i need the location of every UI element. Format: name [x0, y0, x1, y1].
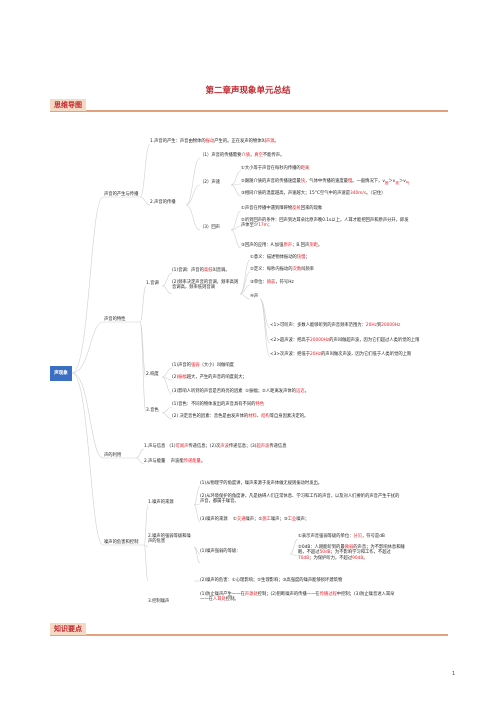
node-pitch: 1.音调 — [146, 281, 159, 286]
node-echo-1: ①声音在传播中遇到障碍物反射回来的现象 — [241, 206, 323, 211]
node-noise-control: 3.控制噪声 — [148, 599, 170, 604]
node-loudness-1: (1)声音的强弱（大小）叫做响度 — [172, 363, 234, 368]
node-noise-source-3: (3)噪声的来源 ①交通噪声；②施工噪声；③工业噪声； — [200, 517, 310, 522]
node-noise-control-1: (1)防止噪声产生——在声源处控制；(2)阻断噪声的传播——在传播过程中控制；(… — [200, 592, 395, 603]
node-sound-energy: 2.声与能量 声波能传递能量。 — [144, 459, 206, 464]
node-pitch-2: (2)频率决定声音的音调，频率高则音调高，频率低则音调 — [172, 280, 239, 291]
node-freq-meaning: ①意义：描述物体振动的快慢； — [250, 255, 310, 260]
node-loudness-3: (3)影响人听到的声音是否响亮的因素 ①振幅；②人距离发声体的远近。 — [172, 389, 309, 394]
node-loudness-2: (2)振幅越大，产生的声音的响度就大； — [172, 375, 247, 380]
node-echo-3: ③回声的应用：A.加强原声；B.回声测距。 — [241, 243, 323, 248]
section-mindmap-heading: 思维导图 — [50, 99, 86, 111]
node-audible: <1>可听声：多数人能够听到的声音频率范围为：20Hz到20000Hz — [270, 323, 401, 328]
node-ultrasound: <2>超声波：把高于20000Hz的声叫做超声波，因为它们超过人类听觉的上限 — [270, 338, 420, 343]
node-timbre: 3.音色 — [146, 408, 159, 413]
node-speed-3: ③相同介质的温度越高，声速越大；15°C空气中的声速是340m/s。（记住） — [241, 191, 386, 196]
node-speed: （2）声速 — [200, 180, 220, 185]
branch-sound-use: 声的利用 — [104, 453, 122, 458]
node-speed-2: ②跟随介质的声音的传播速度最快，气体中传播的速度最慢。一般情况下，v固＞v液＞v… — [241, 179, 410, 185]
node-production: 1.声音的产生：声音由物体的振动产生的。正在发声的物体叫声源。 — [150, 139, 279, 144]
node-sound-types: ④声 — [250, 294, 259, 299]
node-propagation: 2.声音的传播 — [150, 200, 176, 205]
page-title: 第二章声现象单元总结 — [205, 86, 291, 96]
node-speed-1: ①大小等于声音在每秒内传播的距离 — [241, 166, 310, 171]
page-number: 1 — [452, 671, 456, 677]
node-sound-information: 1.声与信息 (1)可闻声传递信息；(2)次声波传递信息；(3)超声波传递信息 — [144, 444, 287, 449]
banner-underline-2 — [50, 634, 448, 636]
section-keypoints-heading: 知识要点 — [50, 623, 86, 635]
node-noise-source: 1.噪声的来源 — [148, 500, 174, 505]
node-noise-level-danger: 2.噪声的强弱等级和噪声的危害 — [148, 534, 191, 545]
node-noise-level-1: ①表示声音强弱等级的单位：分贝，符号是dB — [298, 534, 385, 539]
node-echo: （3）回声 — [200, 225, 220, 230]
node-freq-unit: ③单位：赫兹，符号Hz — [250, 280, 294, 285]
node-noise-level: (1)噪声强弱的等级： — [200, 549, 241, 554]
node-medium: （1）声音的传播需要介质，真空不能传声。 — [200, 153, 285, 158]
branch-sound-features: 声音的特性 — [104, 317, 126, 322]
banner-underline — [50, 110, 448, 112]
root-node: 声现象 — [50, 366, 72, 381]
node-timbre-2: (2) 决定音色的因素：音色是由发声体的材料、结构等自身因素决定的。 — [172, 414, 309, 419]
branch-noise-control: 噪声的危害和控制 — [104, 540, 139, 545]
node-echo-2: ②听到回声的条件：回声到达耳朵比原声晚0.1s以上，人耳才能把回声和原声分开，即… — [241, 218, 409, 229]
node-noise-source-1: (1)从物理学的角度讲，噪声来源于发声体做无规则振动时发出。 — [200, 481, 323, 486]
node-infrasound: <3>次声波：把低于20Hz的声叫做次声波，因为它们低于人类听觉的上限 — [270, 352, 412, 357]
node-noise-source-2: (2)从环境保护的角度讲，凡是妨碍人们正常休息、学习和工作的声音，以及对人们要听… — [200, 494, 400, 505]
node-freq-definition: ②定义：每秒内振动的次数叫频率 — [250, 267, 315, 272]
node-noise-level-2: ②0dB：人刚能听到的最微弱的声音；为不影响休息和睡眠，不超过50dB；为不影响… — [298, 545, 405, 561]
node-timbre-1: (1)音色：不同的物体发出的声音具有不同的特色 — [172, 402, 265, 407]
node-loudness: 2.响度 — [146, 372, 159, 377]
node-pitch-1: (1)音调：声音的高低叫音调。 — [172, 268, 230, 273]
node-noise-danger: (2)噪声的危害：①心理影响；②生理影响；③高强度的噪声能够损坏建筑物 — [200, 578, 343, 583]
branch-sound-production: 声音的产生与传播 — [104, 192, 139, 197]
